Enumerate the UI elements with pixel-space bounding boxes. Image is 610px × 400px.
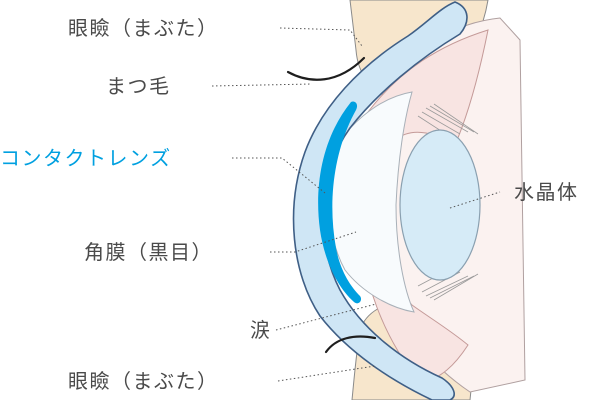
label-eyelid-lower: 眼瞼（まぶた） — [68, 369, 219, 393]
leader-eyelid-upper — [279, 27, 363, 47]
leader-lines — [211, 27, 501, 382]
tear-film-shape — [292, 1, 468, 400]
label-tears: 涙 — [250, 318, 272, 342]
label-eyelash: まつ毛 — [106, 74, 171, 98]
contact-lens-shape — [318, 101, 362, 304]
leader-eyelash — [211, 83, 313, 87]
crystalline-lens-shape — [399, 129, 481, 281]
leader-tears — [275, 303, 377, 331]
zonule-fibers — [417, 103, 479, 301]
label-cornea: 角膜（黒目） — [84, 240, 213, 264]
label-contact-lens: コンタクトレンズ — [0, 146, 172, 170]
leader-cornea — [270, 231, 357, 253]
label-eyelid-upper: 眼瞼（まぶた） — [68, 16, 219, 40]
lower-eyelash — [324, 335, 377, 354]
leader-eyelid-lower — [277, 365, 376, 382]
label-lens: 水晶体 — [514, 180, 579, 204]
upper-eyelash — [286, 56, 366, 81]
leader-lens — [449, 191, 501, 209]
leader-contact-lens — [232, 157, 326, 194]
